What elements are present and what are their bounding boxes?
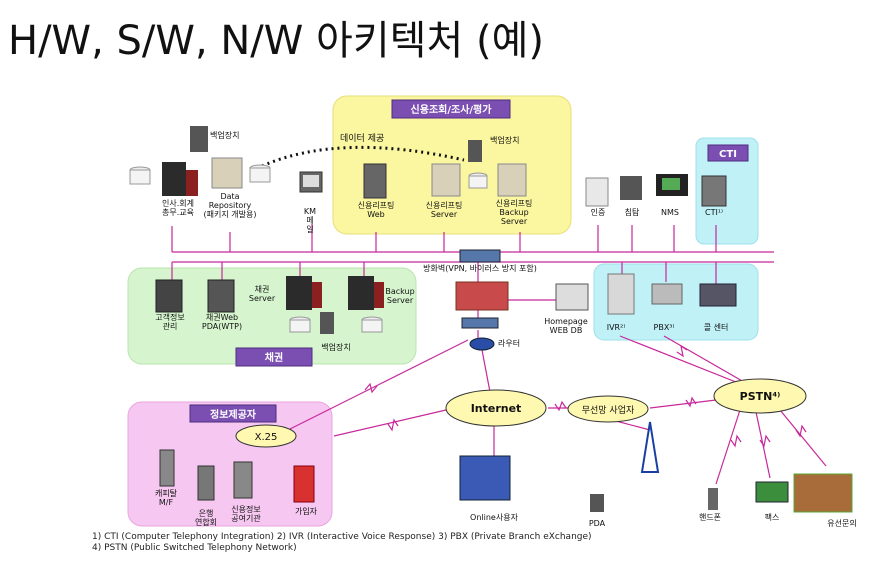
node-label-backup1: 백업장치 bbox=[210, 130, 239, 140]
collection-zone-header bbox=[235, 347, 313, 367]
pstn-label: PSTN⁴⁾ bbox=[740, 390, 781, 403]
cti-zone-header bbox=[707, 144, 749, 162]
node-label-wired-phone: 유선문의 bbox=[827, 518, 856, 528]
x25-label: X.25 bbox=[255, 432, 278, 443]
node-label-fax: 팩스 bbox=[765, 512, 780, 522]
cti-zone-label: CTI bbox=[719, 149, 737, 160]
page-title: H/W, S/W, N/W 아키텍처 (예) bbox=[8, 18, 544, 64]
node-label-cti-node: CTI¹⁾ bbox=[705, 208, 723, 217]
pstn-cloud bbox=[713, 378, 807, 414]
node-label-callcenter: 콜 센터 bbox=[704, 322, 729, 332]
data-provide-label: 데이터 제공 bbox=[340, 133, 384, 144]
provider-zone-header bbox=[189, 404, 277, 423]
node-label-intrusion: 침탐 bbox=[625, 207, 640, 217]
wireless-label: 무선망 사업자 bbox=[582, 405, 635, 416]
credit-zone-header bbox=[391, 99, 511, 119]
server-icon bbox=[129, 126, 853, 513]
internet-cloud bbox=[445, 389, 547, 427]
node-label-online-user: Online사용자 bbox=[470, 513, 519, 522]
collection-zone-label: 채권 bbox=[265, 351, 283, 364]
footnote-line-1: 1) CTI (Computer Telephony Integration) … bbox=[92, 532, 592, 542]
node-label-member: 가입자 bbox=[295, 507, 318, 516]
node-label-backup3: 백업장치 bbox=[321, 342, 350, 352]
credit-zone-label: 신용조회/조사/평가 bbox=[411, 103, 493, 116]
footnotes: 1) CTI (Computer Telephony Integration) … bbox=[92, 532, 592, 554]
node-label-pbx: PBX³⁾ bbox=[654, 323, 675, 332]
node-label-firewall: 방화벽(VPN, 바이러스 방지 포함) bbox=[423, 263, 537, 273]
x25-cloud bbox=[235, 424, 297, 448]
footnote-line-2: 4) PSTN (Public Switched Telephony Netwo… bbox=[92, 543, 297, 553]
node-label-auth: 인증 bbox=[591, 207, 606, 217]
node-label-nms: NMS bbox=[661, 208, 679, 217]
node-label-backup2: 백업장치 bbox=[490, 135, 519, 145]
node-label-ivr: IVR²⁾ bbox=[607, 323, 626, 332]
node-label-handphone: 핸드폰 bbox=[699, 512, 721, 522]
node-label-pda: PDA bbox=[589, 519, 606, 528]
node-label-router: 라우터 bbox=[498, 339, 520, 348]
provider-zone-label: 정보제공자 bbox=[210, 408, 257, 421]
cti-zone bbox=[695, 137, 759, 245]
link-marks bbox=[364, 344, 807, 448]
data-provide-link bbox=[261, 145, 465, 168]
internet-label: Internet bbox=[471, 402, 522, 415]
wireless-cloud bbox=[567, 395, 649, 423]
